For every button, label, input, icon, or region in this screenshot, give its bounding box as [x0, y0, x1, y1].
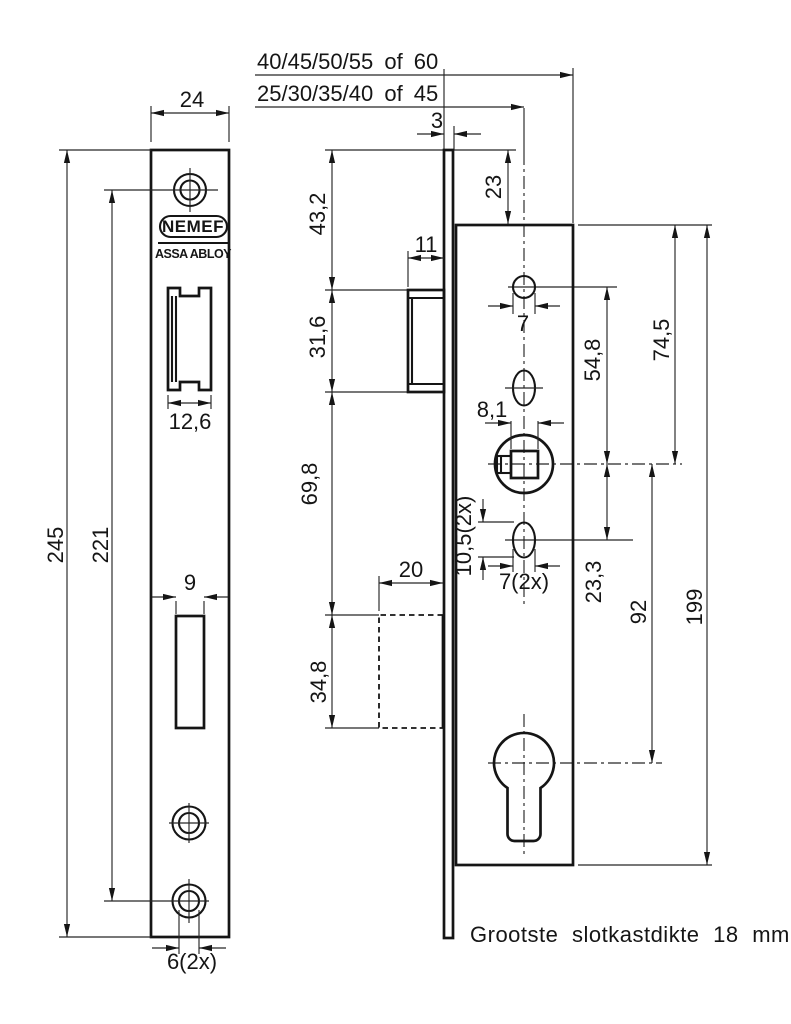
- center-lines: [488, 108, 682, 856]
- svg-text:69,8: 69,8: [297, 463, 322, 506]
- dim-top-to-case: 23: [481, 150, 512, 224]
- latch-bolt-side: [406, 288, 446, 394]
- svg-text:9: 9: [184, 570, 196, 595]
- logo-text: NEMEF: [162, 217, 224, 236]
- screw-hole-middle: [169, 803, 209, 843]
- svg-text:7(2x): 7(2x): [499, 569, 549, 594]
- svg-text:40/45/50/55 of 60: 40/45/50/55 of 60: [257, 49, 438, 74]
- svg-text:92: 92: [626, 600, 651, 624]
- svg-text:6(2x): 6(2x): [167, 949, 217, 974]
- note-text: Grootste slotkastdikte 18 mm: [470, 922, 790, 947]
- svg-text:20: 20: [399, 557, 423, 582]
- brand-logo: NEMEF ASSA ABLOY: [155, 214, 233, 261]
- svg-text:12,6: 12,6: [169, 409, 212, 434]
- faceplate-outline: [149, 148, 231, 939]
- dim-faceplate-height: 245: [43, 149, 151, 938]
- dim-hole-to-spindle: 54,8: [580, 287, 611, 464]
- dim-spindle-to-cylinder: 92: [626, 464, 656, 763]
- dim-screw-hole-diameter: 6(2x): [152, 910, 226, 974]
- latch-cutout: [166, 286, 213, 392]
- extension-lines: [325, 68, 712, 866]
- svg-text:43,2: 43,2: [305, 193, 330, 236]
- svg-text:7: 7: [517, 311, 529, 336]
- dim-deadbolt-cutout-width: 9: [152, 570, 228, 614]
- deadbolt-cutout: [174, 614, 206, 730]
- case-hole-top: [511, 274, 537, 300]
- faceplate-side: [442, 148, 455, 940]
- svg-text:245: 245: [43, 527, 68, 564]
- dim-top-to-latch: 43,2: [305, 150, 336, 290]
- svg-text:11: 11: [415, 232, 438, 257]
- dim-backset-options: 25/30/35/40 of 45: [255, 81, 524, 111]
- dim-case-depth-options: 40/45/50/55 of 60: [255, 49, 573, 79]
- svg-text:199: 199: [682, 589, 707, 626]
- dim-top-hole-diameter: 7: [488, 293, 560, 336]
- svg-text:10,5(2x): 10,5(2x): [451, 496, 476, 577]
- slot-hole-lower: [511, 521, 537, 559]
- dim-latch-cutout-width: 12,6: [167, 395, 212, 434]
- svg-text:34,8: 34,8: [306, 661, 331, 704]
- svg-text:23: 23: [481, 175, 506, 199]
- svg-text:25/30/35/40 of 45: 25/30/35/40 of 45: [257, 81, 438, 106]
- euro-cylinder-hole: [492, 731, 556, 843]
- svg-text:8,1: 8,1: [477, 397, 508, 422]
- dim-slot-width: 7(2x): [488, 549, 560, 594]
- logo-oval: [158, 214, 229, 239]
- dim-latch-to-deadbolt: 69,8: [297, 392, 336, 615]
- dim-screw-hole-spacing: 221: [88, 189, 218, 902]
- dim-deadbolt-height: 34,8: [306, 615, 336, 728]
- side-view: 40/45/50/55 of 60 25/30/35/40 of 45 3 23…: [255, 49, 712, 940]
- lock-case-outline: [454, 223, 575, 867]
- dim-latch-height: 31,6: [305, 290, 336, 392]
- svg-text:221: 221: [88, 527, 113, 564]
- dim-faceplate-width: 24: [150, 87, 230, 142]
- dim-spindle-hole-width: 8,1: [477, 397, 564, 449]
- sub-logo-text: ASSA ABLOY: [155, 247, 232, 261]
- dim-latch-projection: 11: [407, 232, 444, 287]
- svg-text:23,3: 23,3: [581, 561, 606, 604]
- dim-spindle-to-slot: 23,3: [581, 464, 611, 604]
- spindle-hole: [493, 433, 555, 495]
- svg-text:31,6: 31,6: [305, 316, 330, 359]
- deadbolt-side: [378, 614, 445, 729]
- dim-case-height: 199: [682, 225, 711, 865]
- svg-text:54,8: 54,8: [580, 339, 605, 382]
- svg-text:74,5: 74,5: [649, 319, 674, 362]
- dim-case-top-to-spindle: 74,5: [649, 225, 679, 464]
- svg-text:24: 24: [180, 87, 204, 112]
- slot-hole-upper: [505, 369, 543, 407]
- dim-slot-height: 10,5(2x): [451, 496, 514, 580]
- dim-faceplate-thickness: 3: [417, 108, 481, 138]
- dim-deadbolt-projection: 20: [378, 557, 443, 611]
- svg-text:3: 3: [431, 108, 443, 133]
- front-view: NEMEF ASSA ABLOY 24: [43, 87, 233, 974]
